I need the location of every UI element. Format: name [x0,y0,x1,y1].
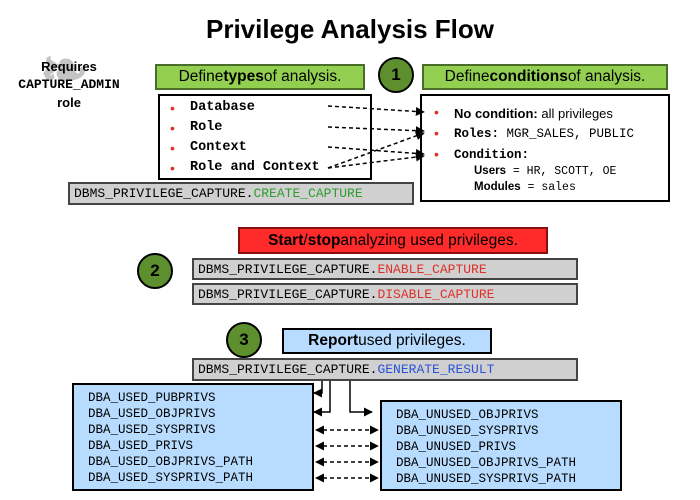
arrow-role-context-to-condition [327,152,425,169]
view-used-privs: DBA_USED_PRIVS [88,439,194,453]
view-unused-privs: DBA_UNUSED_PRIVS [396,440,517,454]
define-types-header: Define types of analysis. [155,64,365,90]
arrow-role-to-roles [327,126,425,136]
diagram-title: Privilege Analysis Flow [205,14,495,44]
type-context: Context [190,140,247,155]
bullet-icon: • [434,146,439,162]
enable-capture-call: DBMS_PRIVILEGE_CAPTURE.ENABLE_CAPTURE [192,258,578,280]
type-role: Role [190,120,223,135]
start-stop-header: Start / stop analyzing used privileges. [238,227,548,254]
connector-left-a [313,381,323,398]
step-3-badge: 3 [226,322,262,358]
view-unused-objprivs-path: DBA_UNUSED_OBJPRIVS_PATH [396,456,577,470]
define-conditions-header: Define conditions of analysis. [422,64,668,90]
type-database: Database [190,100,255,115]
requires-role-note: ❧ Requires CAPTURE_ADMIN role [16,42,122,112]
arrow-context-to-condition [327,146,425,158]
view-unused-objprivs: DBA_UNUSED_OBJPRIVS [396,408,539,422]
view-used-sysprivs: DBA_USED_SYSPRIVS [88,423,216,437]
condition-label: Condition: [454,148,530,162]
bullet-icon: • [434,104,439,120]
generate-result-call: DBMS_PRIVILEGE_CAPTURE.GENERATE_RESULT [192,358,578,381]
step-1-badge: 1 [378,57,414,93]
create-capture-call: DBMS_PRIVILEGE_CAPTURE.CREATE_CAPTURE [68,182,414,205]
role-label: role [57,95,81,110]
bullet-icon: • [434,125,439,141]
unused-views-box: DBA_UNUSED_OBJPRIVS DBA_UNUSED_SYSPRIVS … [380,400,622,491]
role-name: CAPTURE_ADMIN [18,77,120,92]
disable-capture-call: DBMS_PRIVILEGE_CAPTURE.DISABLE_CAPTURE [192,283,578,305]
report-header: Report used privileges. [282,328,492,354]
condition-users: Users = HR, SCOTT, OE [474,165,617,178]
analysis-conditions-list: • No condition: all privileges • Roles: … [420,94,670,202]
bullet-icon: • [170,160,175,176]
condition-modules: Modules = sales [474,181,576,194]
view-used-objprivs-path: DBA_USED_OBJPRIVS_PATH [88,455,254,469]
connector-left-b [313,381,331,417]
bullet-icon: • [170,120,175,136]
requires-label: Requires [41,59,97,74]
arrow-role-context-to-roles [327,131,425,169]
view-used-objprivs: DBA_USED_OBJPRIVS [88,407,216,421]
condition-roles: Roles: MGR_SALES, PUBLIC [454,127,635,141]
step-2-badge: 2 [137,253,173,289]
view-used-pubprivs: DBA_USED_PUBPRIVS [88,391,216,405]
view-unused-sysprivs-path: DBA_UNUSED_SYSPRIVS_PATH [396,472,577,486]
bullet-icon: • [170,100,175,116]
view-unused-sysprivs: DBA_UNUSED_SYSPRIVS [396,424,539,438]
used-views-box: DBA_USED_PUBPRIVS DBA_USED_OBJPRIVS DBA_… [72,383,314,491]
type-role-and-context: Role and Context [190,160,320,175]
arrow-database-to-no-condition [327,105,425,116]
bullet-icon: • [170,140,175,156]
view-used-sysprivs-path: DBA_USED_SYSPRIVS_PATH [88,471,254,485]
connector-right [349,381,373,417]
condition-none: No condition: all privileges [454,106,613,121]
